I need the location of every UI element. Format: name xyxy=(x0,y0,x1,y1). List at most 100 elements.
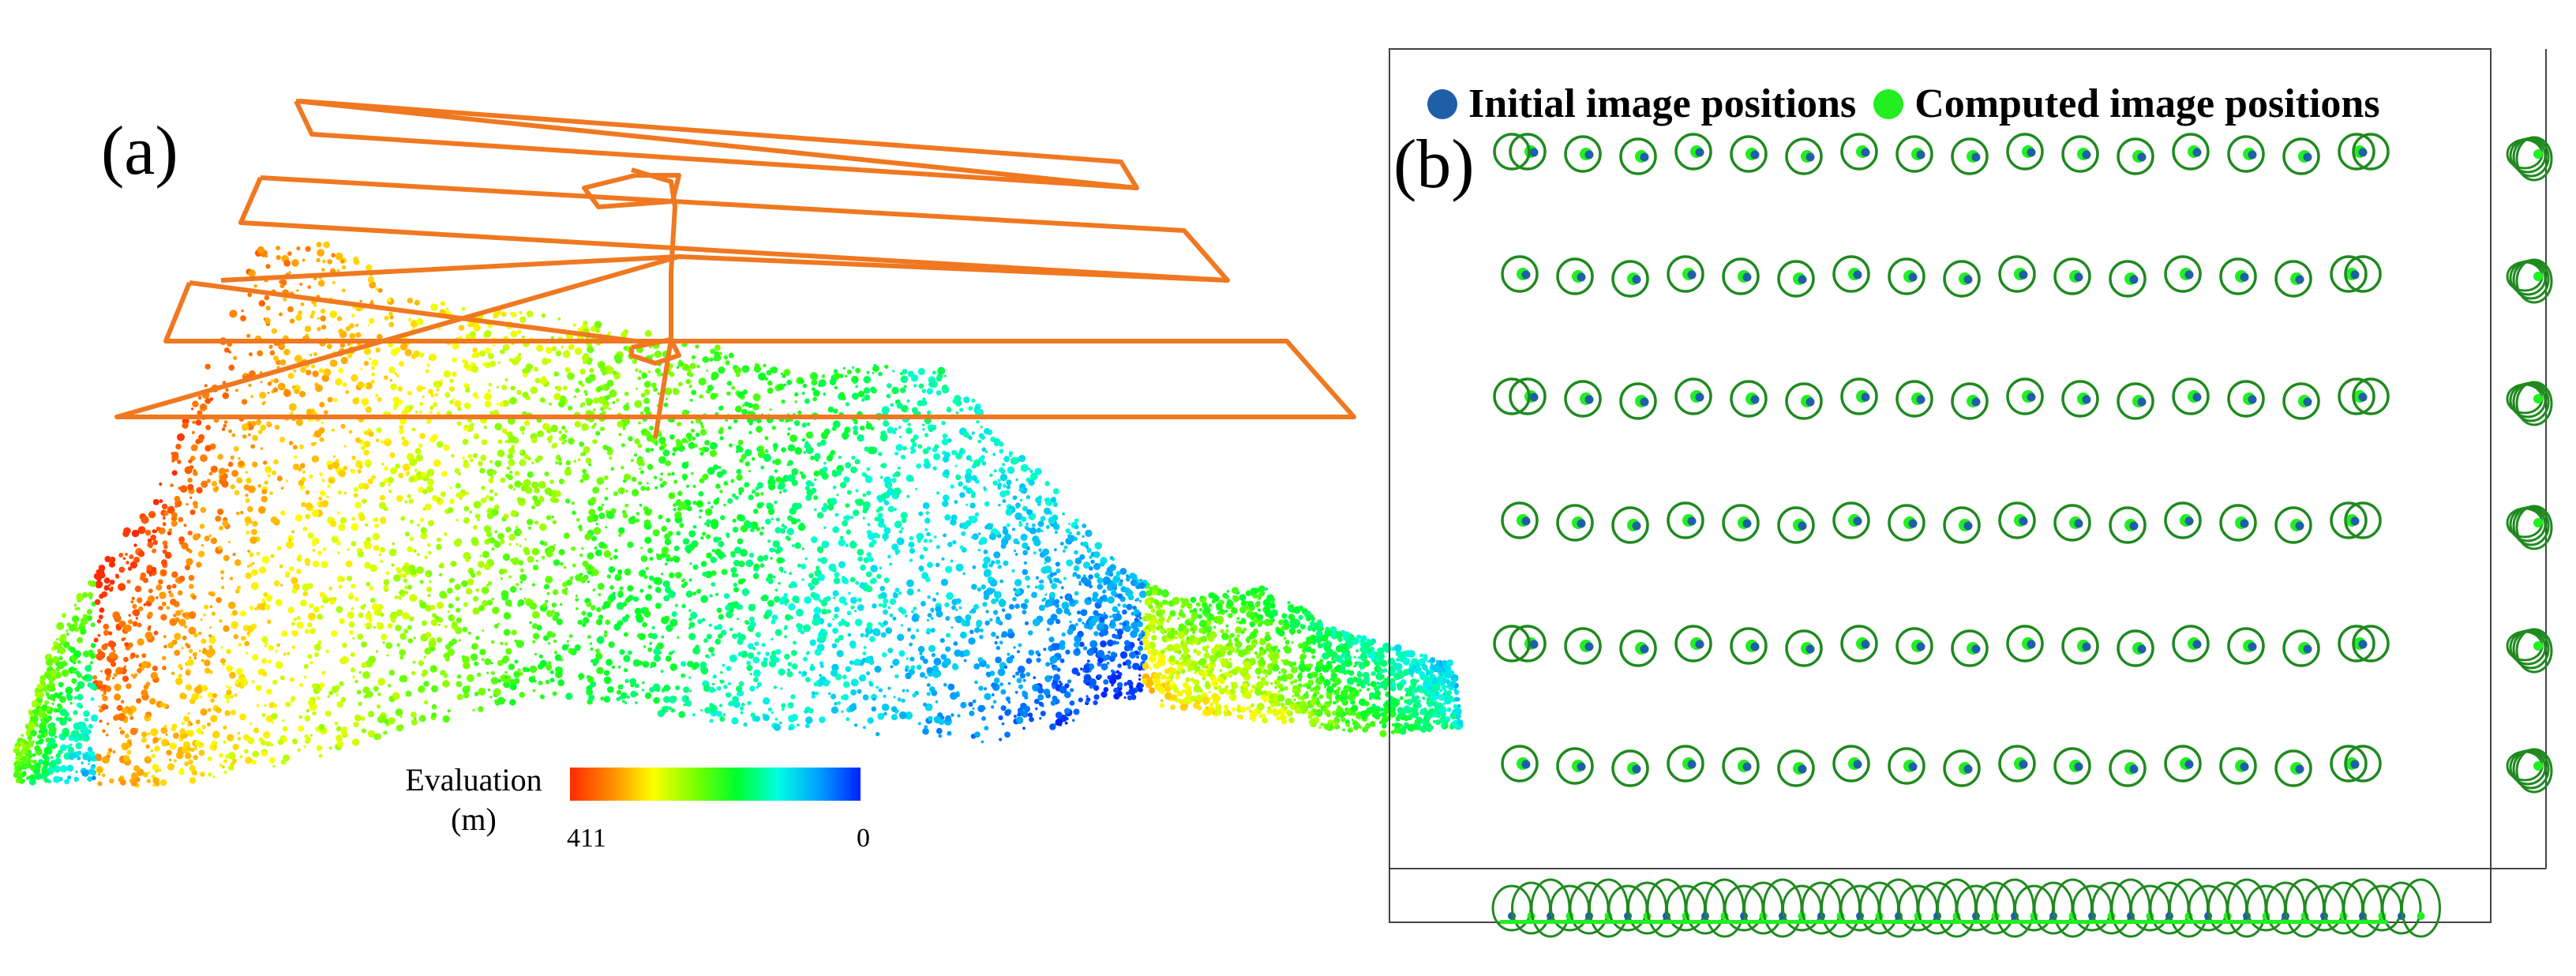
point-cloud-point xyxy=(743,722,748,727)
point-cloud-point xyxy=(289,566,294,572)
point-cloud-point xyxy=(1228,693,1237,701)
point-cloud-point xyxy=(54,735,58,739)
point-cloud-point xyxy=(851,375,859,384)
point-cloud-point xyxy=(600,407,604,411)
point-cloud-point xyxy=(801,674,805,678)
point-cloud-point xyxy=(247,506,253,512)
point-cloud-point xyxy=(981,584,986,590)
point-cloud-point xyxy=(69,647,76,653)
point-cloud-point xyxy=(113,715,119,721)
point-cloud-point xyxy=(90,643,96,648)
point-cloud-point xyxy=(1408,699,1411,702)
point-cloud-point xyxy=(711,582,716,587)
point-cloud-point xyxy=(253,727,260,734)
point-cloud-point xyxy=(102,729,106,733)
point-cloud-point xyxy=(783,570,787,574)
point-cloud-point xyxy=(988,532,997,541)
point-cloud-point xyxy=(1185,677,1191,683)
point-cloud-point xyxy=(853,425,859,431)
point-cloud-point xyxy=(700,425,705,429)
point-cloud-point xyxy=(1164,630,1168,633)
point-cloud-point xyxy=(672,650,675,654)
point-cloud-point xyxy=(467,453,473,459)
point-cloud-point xyxy=(813,470,820,477)
point-cloud-point xyxy=(148,625,152,629)
point-cloud-point xyxy=(854,618,863,627)
point-cloud-point xyxy=(463,402,471,410)
point-cloud-point xyxy=(596,666,604,674)
point-cloud-point xyxy=(894,520,902,529)
point-cloud-point xyxy=(152,529,156,534)
point-cloud-point xyxy=(154,745,160,752)
point-cloud-point xyxy=(851,456,856,460)
point-cloud-point xyxy=(924,433,929,437)
point-cloud-point xyxy=(794,400,797,404)
point-cloud-point xyxy=(763,697,771,705)
point-cloud-point xyxy=(239,755,243,759)
point-cloud-point xyxy=(789,572,793,575)
point-cloud-point xyxy=(205,425,211,430)
point-cloud-point xyxy=(640,486,646,491)
point-cloud-point xyxy=(944,602,950,608)
point-cloud-point xyxy=(790,517,798,525)
point-cloud-point xyxy=(444,532,448,536)
point-cloud-point xyxy=(715,483,721,489)
point-cloud-point xyxy=(739,458,744,464)
point-cloud-point xyxy=(229,671,236,679)
point-cloud-point xyxy=(841,710,844,713)
point-cloud-point xyxy=(780,687,783,690)
point-cloud-point xyxy=(295,419,303,426)
point-cloud-point xyxy=(786,670,793,678)
point-cloud-point xyxy=(77,672,82,678)
point-cloud-point xyxy=(357,633,364,640)
point-cloud-point xyxy=(332,280,336,284)
point-cloud-point xyxy=(398,361,405,367)
point-cloud-point xyxy=(605,619,611,625)
point-cloud-point xyxy=(1314,635,1322,644)
point-cloud-point xyxy=(642,660,650,668)
point-cloud-point xyxy=(488,353,494,359)
point-cloud-point xyxy=(367,323,370,326)
point-cloud-point xyxy=(320,308,326,314)
point-cloud-point xyxy=(224,710,231,716)
point-cloud-point xyxy=(669,663,678,671)
point-cloud-point xyxy=(559,658,564,662)
point-cloud-point xyxy=(702,473,709,481)
point-cloud-point xyxy=(372,532,381,541)
point-cloud-point xyxy=(162,522,167,527)
point-cloud-point xyxy=(118,566,126,573)
point-cloud-point xyxy=(548,642,551,645)
point-cloud-point xyxy=(454,400,462,407)
point-cloud-point xyxy=(789,434,797,442)
point-cloud-point xyxy=(320,605,324,609)
point-cloud-point xyxy=(336,700,344,708)
point-cloud-point xyxy=(419,517,425,523)
point-cloud-point xyxy=(419,433,426,439)
point-cloud-point xyxy=(143,602,147,606)
point-cloud-point xyxy=(1119,568,1127,575)
point-cloud-point xyxy=(669,434,675,440)
point-cloud-point xyxy=(671,611,677,618)
point-cloud-point xyxy=(924,527,928,531)
point-cloud-point xyxy=(1319,623,1324,628)
point-cloud-point xyxy=(273,580,280,587)
point-cloud-point xyxy=(1239,594,1247,602)
point-cloud-point xyxy=(212,636,216,639)
point-cloud-point xyxy=(572,323,576,327)
point-cloud-point xyxy=(1118,581,1123,587)
point-cloud-point xyxy=(352,636,355,640)
point-cloud-point xyxy=(748,494,754,501)
point-cloud-point xyxy=(969,629,974,634)
point-cloud-point xyxy=(682,538,690,545)
point-cloud-point xyxy=(669,572,675,579)
point-cloud-point xyxy=(865,571,872,578)
point-cloud-point xyxy=(759,563,765,568)
point-cloud-point xyxy=(273,355,279,362)
point-cloud-point xyxy=(804,557,808,561)
point-cloud-point xyxy=(635,368,639,373)
point-cloud-point xyxy=(1103,679,1109,685)
point-cloud-point xyxy=(1226,590,1230,593)
point-cloud-point xyxy=(519,587,523,591)
point-cloud-point xyxy=(479,350,486,357)
point-cloud-point xyxy=(230,455,234,460)
